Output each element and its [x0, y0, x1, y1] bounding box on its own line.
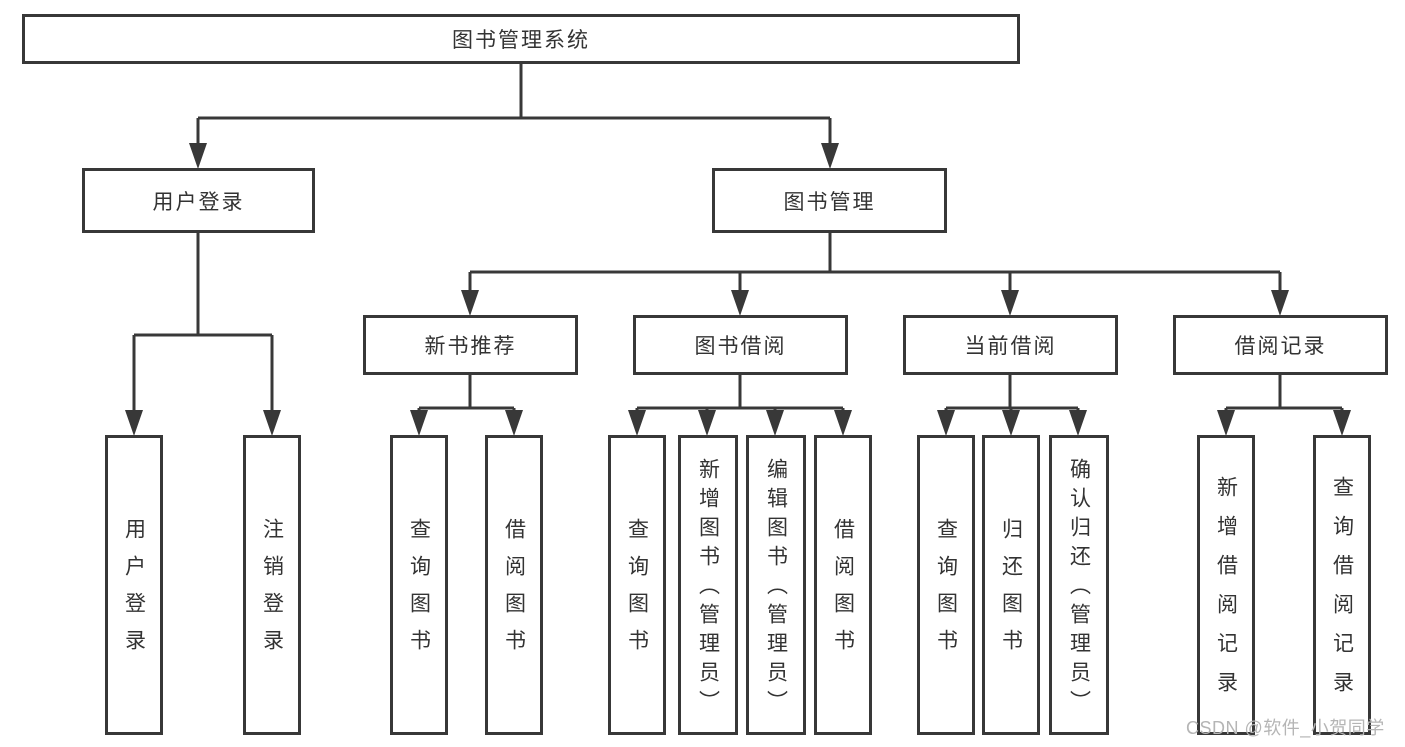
node-label: 查询借阅记录 [1330, 476, 1354, 710]
leaf-query-books-recommend: 查询图书 [390, 435, 448, 735]
node-label: 查询图书 [625, 518, 649, 666]
node-label: 查询图书 [934, 518, 958, 666]
node-label: 借阅记录 [1234, 335, 1327, 358]
node-user-login: 用户登录 [82, 168, 315, 233]
node-label: 图书管理 [783, 190, 876, 214]
node-label: 新增借阅记录 [1214, 476, 1238, 710]
leaf-logout: 注销登录 [243, 435, 301, 735]
node-label: 当前借阅 [964, 335, 1057, 358]
node-label: 用户登录 [152, 190, 245, 214]
node-label: 借阅图书 [831, 518, 855, 666]
leaf-return-book: 归还图书 [982, 435, 1040, 735]
node-label: 图书管理系统 [452, 29, 590, 52]
watermark: CSDN @软件_小贺同学 [1186, 718, 1385, 738]
node-borrowing-records: 借阅记录 [1173, 315, 1388, 375]
node-new-book-recommend: 新书推荐 [363, 315, 578, 375]
node-label: 图书借阅 [694, 335, 787, 358]
node-book-management: 图书管理 [712, 168, 947, 233]
leaf-query-books-current: 查询图书 [917, 435, 975, 735]
leaf-edit-book-admin: 编辑图书（管理员） [746, 435, 806, 735]
leaf-add-borrow-record: 新增借阅记录 [1197, 435, 1255, 735]
node-book-management-system: 图书管理系统 [22, 14, 1020, 64]
node-label: 新书推荐 [424, 335, 517, 358]
node-label: 用户登录 [122, 518, 146, 666]
node-label: 确认归还（管理员） [1067, 457, 1091, 719]
node-label: 借阅图书 [502, 518, 526, 666]
leaf-query-borrow-record: 查询借阅记录 [1313, 435, 1371, 735]
leaf-user-login: 用户登录 [105, 435, 163, 735]
leaf-borrow-books-borrowing: 借阅图书 [814, 435, 872, 735]
leaf-confirm-return-admin: 确认归还（管理员） [1049, 435, 1109, 735]
node-label: 新增图书（管理员） [696, 457, 720, 719]
node-book-borrowing: 图书借阅 [633, 315, 848, 375]
node-label: 归还图书 [999, 518, 1023, 666]
node-current-borrowing: 当前借阅 [903, 315, 1118, 375]
node-label: 查询图书 [407, 518, 431, 666]
leaf-add-book-admin: 新增图书（管理员） [678, 435, 738, 735]
leaf-borrow-books-recommend: 借阅图书 [485, 435, 543, 735]
node-label: 编辑图书（管理员） [764, 457, 788, 719]
leaf-query-books-borrowing: 查询图书 [608, 435, 666, 735]
node-label: 注销登录 [260, 518, 284, 666]
